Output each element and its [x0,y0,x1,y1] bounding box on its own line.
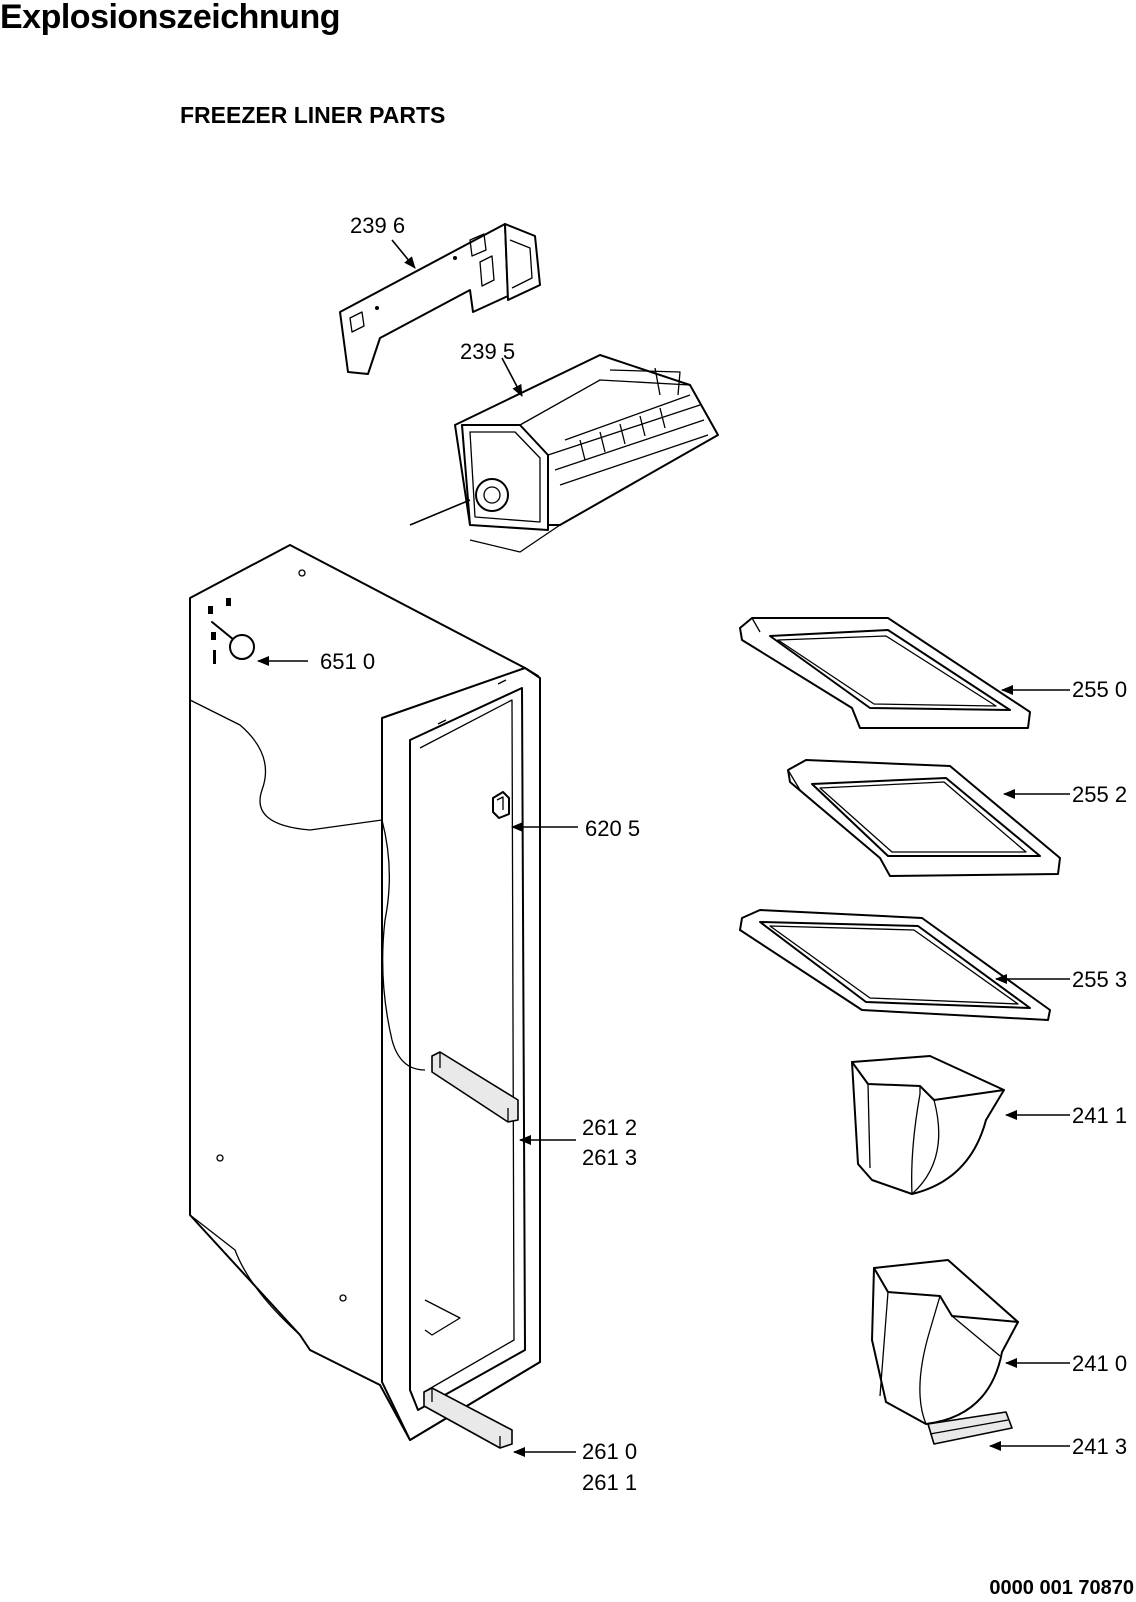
label-bin-trim: 241 3 [1072,1434,1127,1459]
label-rail-mid-b: 261 3 [582,1145,637,1170]
label-rail-mid-a: 261 2 [582,1115,637,1140]
rail-bottom-drawing [423,1387,513,1449]
icemaker-bracket-drawing [339,223,541,375]
label-switch: 620 5 [585,816,640,841]
label-icemaker-bracket: 239 6 [350,213,405,238]
icemaker-drawing [409,354,719,553]
label-shelf-mid: 255 2 [1072,782,1127,807]
shelf-top-drawing [739,617,1031,729]
label-icemaker: 239 5 [460,339,515,364]
label-shelf-glass: 255 3 [1072,967,1127,992]
bin-lower-drawing [871,1259,1019,1425]
lamp-drawing [211,621,255,660]
freezer-liner-drawing [189,544,541,1441]
label-bin-upper: 241 1 [1072,1103,1127,1128]
label-bin-lower: 241 0 [1072,1351,1127,1376]
label-rail-bottom-b: 261 1 [582,1470,637,1495]
document-number: 0000 001 70870 [989,1577,1134,1599]
bin-upper-drawing [851,1055,1005,1195]
label-shelf-top: 255 0 [1072,677,1127,702]
shelf-glass-drawing [739,909,1051,1021]
switch-drawing [492,791,510,819]
shelf-mid-drawing [787,759,1061,877]
bin-trim-drawing [927,1411,1013,1445]
page-title: Explosionszeichnung [0,0,340,36]
label-lamp: 651 0 [320,649,375,674]
rail-mid-drawing [431,1051,519,1123]
section-title: FREEZER LINER PARTS [180,102,446,128]
leader-lines [257,239,1070,1457]
label-rail-bottom-a: 261 0 [582,1439,637,1464]
